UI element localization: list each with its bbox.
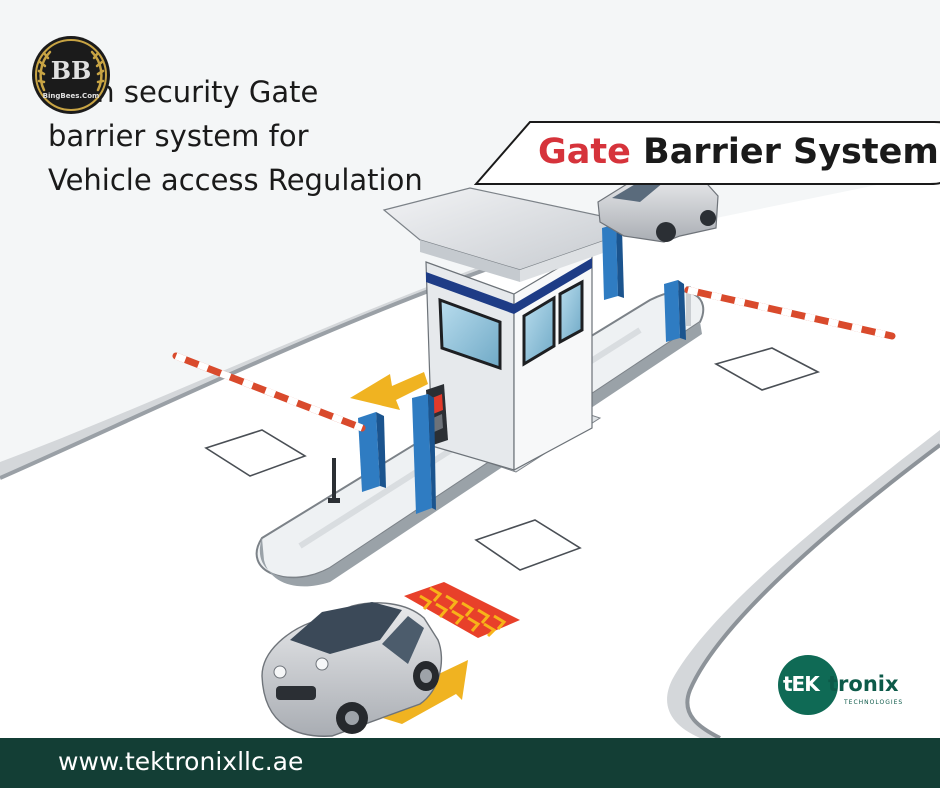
car-icon-background [597,175,719,243]
headline-line-3: Vehicle access Regulation [48,163,423,197]
brand-name-rest: tronix [828,672,899,696]
bingbees-logo: BB BingBees.Com [32,36,110,114]
brand-subtitle: TECHNOLOGIES [844,699,904,706]
booth-icon [382,187,622,473]
boom-barrier-icon [172,286,896,432]
tektronix-logo: tEK tronix TECHNOLOGIES [778,655,928,717]
logo-monogram: BB [51,56,92,85]
headline-line-2: barrier system for [48,119,309,153]
brand-circle-icon [778,655,838,715]
title-accent-word: Gate [538,132,631,172]
brand-name-accent: tEK [783,672,820,696]
car-icon [261,602,443,737]
footer-bar: www.tektronixllc.ae [0,738,940,788]
website-link[interactable]: www.tektronixllc.ae [58,747,304,776]
title-tag-shape [474,121,940,185]
title-rest-words: Barrier System [643,132,939,172]
barrier-posts [328,224,691,514]
speed-bump-icon [404,582,520,638]
lane-markings [204,347,821,571]
barrier-scene-illustration [0,170,940,738]
title-badge-text: Gate Barrier System [538,130,939,174]
logo-caption: BingBees.Com [43,92,100,100]
